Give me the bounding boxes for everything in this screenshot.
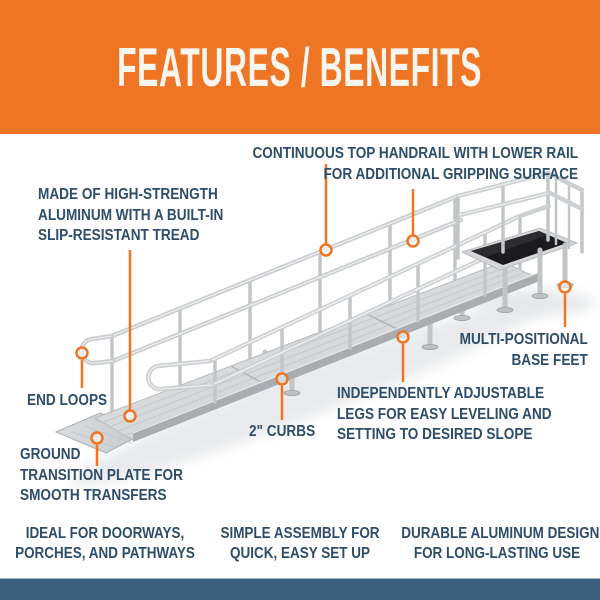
- benefit-text: SIMPLE ASSEMBLY FOR: [220, 525, 380, 542]
- benefit-doorways: IDEAL FOR DOORWAYS, PORCHES, AND PATHWAY…: [9, 524, 200, 564]
- platform: [455, 170, 585, 313]
- callout-text: END LOOPS: [27, 392, 108, 409]
- callout-text: 2" CURBS: [249, 423, 316, 440]
- marker-end-loops: [75, 346, 89, 360]
- callout-text: BASE FEET: [511, 351, 588, 369]
- page-title: FEATURES / BENEFITS: [117, 36, 483, 98]
- header-banner: FEATURES / BENEFITS: [0, 0, 600, 134]
- callout-text: SETTING TO DESIRED SLOPE: [337, 426, 533, 443]
- marker-multi-positional-feet: [558, 280, 572, 294]
- callout-text: GROUND: [20, 446, 81, 463]
- callout-text: SMOOTH TRANSFERS: [20, 487, 167, 504]
- near-handrail: [146, 213, 526, 404]
- callout-continuous-handrail: CONTINUOUS TOP HANDRAIL WITH LOWER RAIL …: [252, 144, 578, 185]
- callout-text: FOR ADDITIONAL GRIPPING SURFACE: [323, 165, 578, 183]
- benefit-text: PORCHES, AND PATHWAYS: [15, 545, 195, 562]
- benefit-assembly: SIMPLE ASSEMBLY FOR QUICK, EASY SET UP: [204, 524, 395, 564]
- callout-ground-transition: GROUND TRANSITION PLATE FOR SMOOTH TRANS…: [20, 445, 183, 507]
- marker-continuous-handrail-1: [319, 243, 333, 257]
- benefit-text: IDEAL FOR DOORWAYS,: [25, 525, 185, 542]
- callout-text: ALUMINUM WITH A BUILT-IN: [38, 206, 224, 224]
- marker-ground-transition: [90, 431, 104, 445]
- callout-adjustable-legs: INDEPENDENTLY ADJUSTABLE LEGS FOR EASY L…: [337, 384, 552, 446]
- callout-end-loops: END LOOPS: [27, 391, 107, 412]
- benefit-text: DURABLE ALUMINUM DESIGN: [401, 525, 600, 542]
- benefit-text: FOR LONG-LASTING USE: [413, 545, 581, 562]
- far-handrail: [79, 193, 464, 413]
- callout-text: TRANSITION PLATE FOR: [20, 466, 183, 484]
- callout-text: INDEPENDENTLY ADJUSTABLE: [337, 385, 545, 402]
- callout-leaders: [75, 164, 572, 466]
- callout-text: LEGS FOR EASY LEVELING AND: [337, 405, 552, 423]
- callout-text: CONTINUOUS TOP HANDRAIL WITH LOWER RAIL: [252, 145, 578, 162]
- marker-continuous-handrail-2: [406, 234, 420, 248]
- footer-bar: [0, 578, 600, 600]
- benefit-durable: DURABLE ALUMINUM DESIGN FOR LONG-LASTING…: [401, 524, 600, 564]
- callout-slip-resistant-tread: MADE OF HIGH-STRENGTH ALUMINUM WITH A BU…: [38, 185, 223, 247]
- marker-curbs: [275, 372, 289, 386]
- callout-text: MULTI-POSITIONAL: [459, 331, 588, 348]
- benefit-text: QUICK, EASY SET UP: [230, 545, 370, 562]
- marker-adjustable-legs: [396, 330, 410, 344]
- callout-curbs: 2" CURBS: [249, 422, 315, 443]
- callout-text: SLIP-RESISTANT TREAD: [38, 227, 200, 244]
- callout-text: MADE OF HIGH-STRENGTH: [38, 186, 218, 203]
- callout-multi-positional-feet: MULTI-POSITIONAL BASE FEET: [460, 330, 588, 371]
- marker-slip-resistant-tread: [123, 409, 137, 423]
